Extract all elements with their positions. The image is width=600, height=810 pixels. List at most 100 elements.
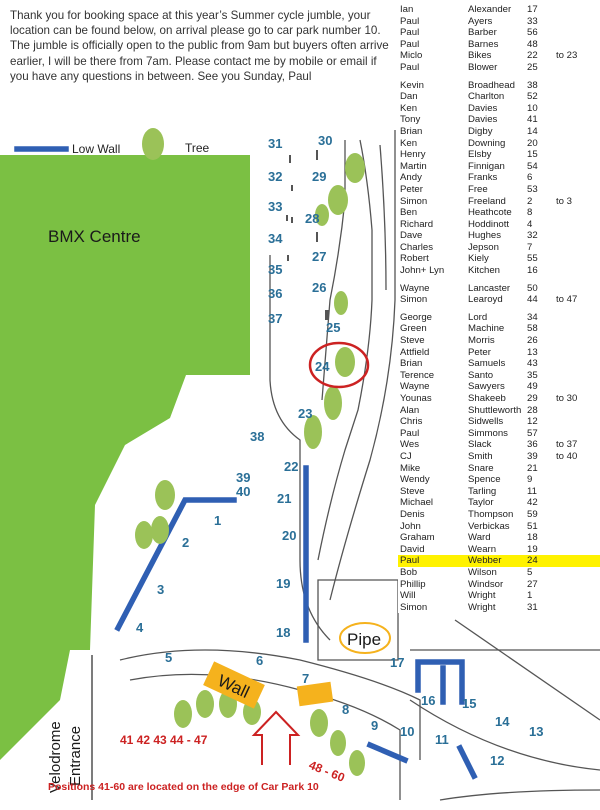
stallholder-position: 22 <box>527 50 538 62</box>
stallholder-position: 34 <box>527 311 538 323</box>
stallholder-last-name: Davies <box>468 114 498 126</box>
stallholder-first-name: Brian <box>400 358 423 370</box>
stallholder-first-name: Denis <box>400 508 425 520</box>
stallholder-last-name: Tarling <box>468 485 497 497</box>
stallholder-first-name: Dave <box>400 230 423 242</box>
stallholder-position: 53 <box>527 183 538 195</box>
stallholder-last-name: Taylor <box>468 497 494 509</box>
stallholder-first-name: Younas <box>400 393 432 404</box>
pos-20: 20 <box>282 528 296 543</box>
stallholder-position-range: to 23 <box>556 50 578 62</box>
stallholder-position: 56 <box>527 27 538 39</box>
stallholder-position: 36 <box>527 439 538 451</box>
stallholder-position: 55 <box>527 253 538 265</box>
stallholder-first-name: Dan <box>400 91 418 103</box>
stallholder-first-name: Brian <box>400 125 423 137</box>
car-park-note: Positions 41-60 are located on the edge … <box>48 781 319 793</box>
stallholder-last-name: Hughes <box>468 230 502 242</box>
stallholder-last-name: Windsor <box>468 578 504 590</box>
stallholder-first-name: John <box>400 520 421 532</box>
stallholder-position: 25 <box>527 61 538 73</box>
pos-25: 25 <box>326 320 340 335</box>
pos-18: 18 <box>276 625 290 640</box>
stallholder-position-range: to 30 <box>556 393 578 404</box>
stallholder-first-name: Paul <box>400 27 420 39</box>
stallholder-position: 15 <box>527 149 538 161</box>
pos-4: 4 <box>136 620 144 635</box>
stallholder-first-name: Attfield <box>400 346 430 358</box>
pos-33: 33 <box>268 199 282 214</box>
stallholder-position: 19 <box>527 543 538 555</box>
entrance-label: Entrance <box>67 726 84 786</box>
stallholder-last-name: Ward <box>468 532 491 544</box>
stallholder-last-name: Broadhead <box>468 79 515 91</box>
stallholder-first-name: Paul <box>400 555 420 567</box>
stallholder-position-range: to 3 <box>556 195 573 207</box>
stallholder-last-name: Kitchen <box>468 265 500 277</box>
stallholder-last-name: Smith <box>468 450 493 462</box>
pos-15: 15 <box>462 696 476 711</box>
stallholder-last-name: Charlton <box>468 91 505 103</box>
stallholder-position: 33 <box>527 15 538 27</box>
stallholder-position: 42 <box>527 497 538 509</box>
pos-10: 10 <box>400 724 414 739</box>
low-wall-15-16 <box>415 659 465 705</box>
pipe-label: Pipe <box>347 630 381 649</box>
stallholder-position: 7 <box>527 241 533 253</box>
pos-22: 22 <box>284 459 298 474</box>
stallholder-first-name: Robert <box>400 253 429 265</box>
stallholder-position: 14 <box>527 125 538 137</box>
pos-9: 9 <box>371 718 378 733</box>
stallholder-first-name: Richard <box>400 218 434 230</box>
stallholder-position-range: to 47 <box>556 294 578 306</box>
pos-11: 11 <box>435 732 449 747</box>
stallholder-first-name: Chris <box>400 416 423 428</box>
highlight-circle <box>308 341 370 389</box>
pos-35: 35 <box>268 262 282 277</box>
low-wall-12 <box>456 744 478 780</box>
low-wall-1-4 <box>114 497 237 632</box>
stallholder-first-name: Phillip <box>400 578 426 590</box>
stallholder-last-name: Ayers <box>468 15 493 27</box>
stallholder-position: 2 <box>527 195 533 207</box>
stallholder-last-name: Downing <box>468 137 506 149</box>
pos-39: 39 <box>236 470 250 485</box>
pos-2: 2 <box>182 535 189 550</box>
stallholder-position: 51 <box>527 520 538 532</box>
stallholder-last-name: Lord <box>468 311 488 323</box>
stallholder-last-name: Franks <box>468 172 498 184</box>
stallholder-last-name: Slack <box>468 439 492 451</box>
stallholder-first-name: Graham <box>400 532 435 544</box>
stallholder-first-name: Michael <box>400 497 434 509</box>
stallholder-last-name: Davies <box>468 102 498 114</box>
pos-19: 19 <box>276 576 290 591</box>
stallholder-last-name: Bikes <box>468 50 492 62</box>
stallholder-last-name: Sidwells <box>468 416 504 428</box>
stallholder-first-name: Simon <box>400 601 428 613</box>
stallholder-first-name: Simon <box>400 294 428 306</box>
stallholder-position: 31 <box>527 601 538 613</box>
pos-36: 36 <box>268 286 282 301</box>
stallholder-first-name: Wayne <box>400 381 430 393</box>
stallholder-last-name: Wright <box>468 590 496 602</box>
stallholder-first-name: Ken <box>400 137 418 149</box>
stallholder-position: 32 <box>527 230 538 242</box>
stallholder-last-name: Thompson <box>468 508 514 520</box>
